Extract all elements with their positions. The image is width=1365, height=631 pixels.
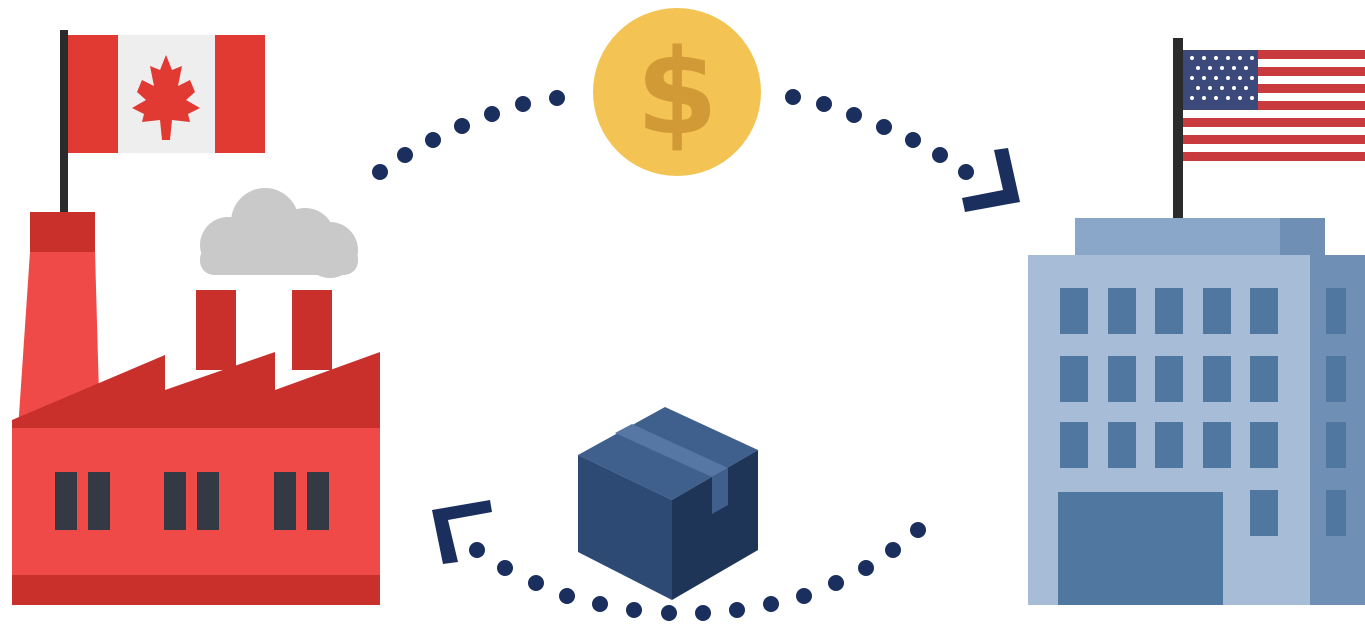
- arrow-head-right: [962, 148, 1020, 212]
- canada-flag-icon: [68, 35, 265, 153]
- us-flag-pole: [1173, 38, 1183, 223]
- dollar-symbol: $: [636, 23, 718, 161]
- us-flag-canton: [1183, 50, 1258, 110]
- tall-chimney-body: [18, 252, 100, 430]
- cloud-smoke-icon: [200, 188, 358, 278]
- arrow-goods-icon: [432, 500, 926, 621]
- shipping-box-icon: [578, 407, 758, 600]
- box-right: [672, 450, 758, 600]
- factory-roof: [12, 352, 380, 430]
- factory-windows: [55, 472, 329, 530]
- factory-base: [12, 575, 380, 605]
- canada-flag-pole: [60, 30, 68, 220]
- maple-leaf-icon: [132, 55, 200, 140]
- office-building-icon: [1028, 38, 1365, 605]
- chimney-2: [292, 290, 332, 370]
- tall-chimney: [30, 212, 95, 252]
- factory-icon: [12, 30, 380, 605]
- box-tape: [615, 424, 728, 477]
- arrow-head-left: [432, 500, 492, 564]
- chimney-1: [196, 290, 236, 370]
- building-windows: [1060, 288, 1346, 536]
- dollar-coin-icon: $: [593, 8, 761, 176]
- arrow-money-icon: [372, 89, 1020, 212]
- box-left: [578, 455, 672, 600]
- building-entrance: [1058, 492, 1223, 605]
- us-flag-icon: [1183, 50, 1365, 163]
